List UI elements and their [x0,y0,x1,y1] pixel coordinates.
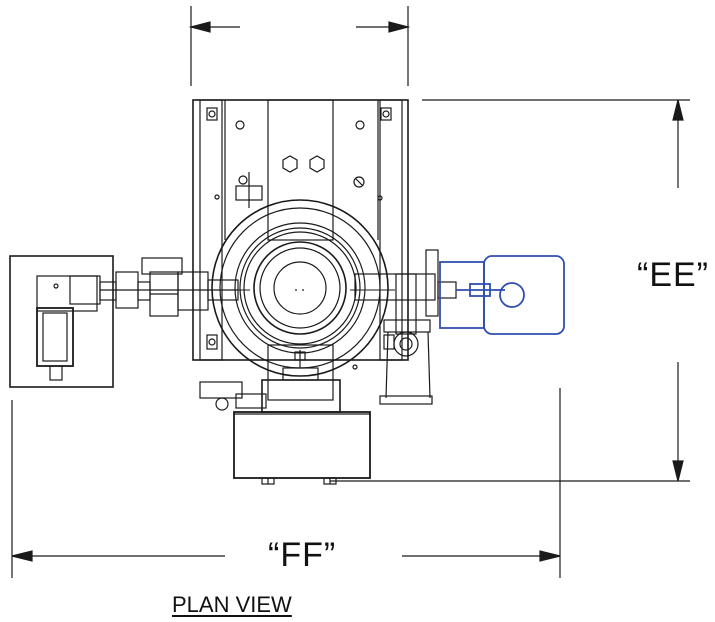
lower-body [199,344,371,485]
ff-dimension-lines [11,388,561,578]
ee-dimension-label: “EE” [637,256,709,294]
ff-dimension-label: “FF” [268,536,337,574]
ee-dimension-lines [330,99,690,482]
center-housing [211,199,389,377]
right-piping [354,249,457,405]
left-piping [9,255,239,388]
frame-plate [192,99,409,370]
top-dimension [188,6,411,86]
view-title: PLAN VIEW [172,592,292,617]
motor [439,255,565,335]
